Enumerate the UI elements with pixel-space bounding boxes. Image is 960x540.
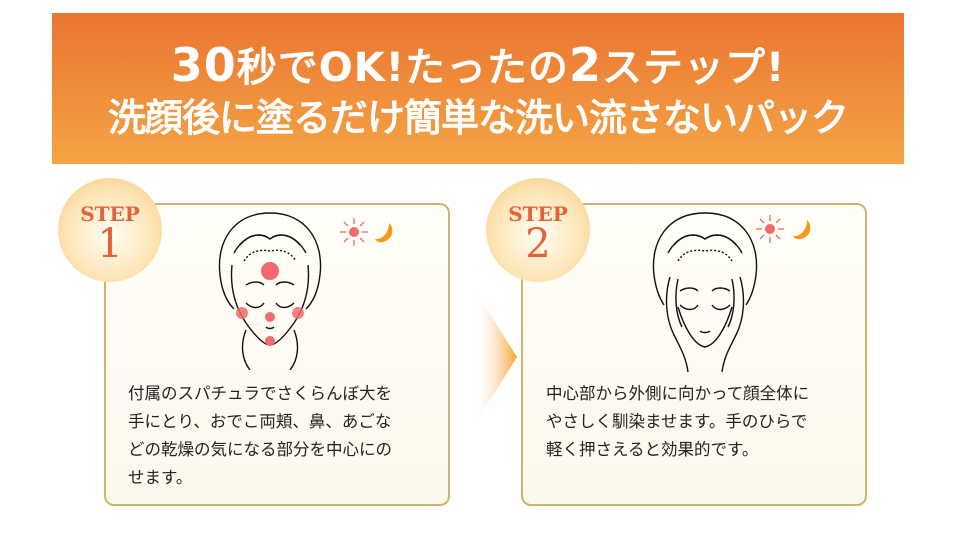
- headline-line-1: 30秒でOK!たったの2ステップ!: [52, 42, 904, 91]
- nose-dot: [265, 312, 275, 322]
- step-1-number: 1: [97, 221, 123, 267]
- step-2-description: 中心部から外側に向かって顔全体に やさしく馴染ませます。手のひらで 軽く押さえる…: [546, 380, 846, 464]
- step-1-line: どの乾燥の気になる部分を中心にの: [128, 440, 392, 459]
- step-1-description: 付属のスパチュラでさくらんぼ大を 手にとり、おでこ両頬、鼻、あごな どの乾燥の気…: [128, 380, 428, 492]
- step-2-line: やさしく馴染ませます。手のひらで: [546, 412, 808, 431]
- headline-step-count: 2: [569, 38, 603, 92]
- headline-text-b: ステップ!: [602, 45, 786, 91]
- headline-text-a: 秒でOK!たったの: [236, 45, 569, 91]
- sun-icon: [756, 215, 784, 243]
- left-cheek-dot: [236, 307, 248, 319]
- headline-banner: 30秒でOK!たったの2ステップ! 洗顔後に塗るだけ簡単な洗い流さないパック: [52, 13, 904, 164]
- next-step-arrow-icon: [473, 287, 517, 427]
- step-1-label: STEP: [80, 202, 140, 226]
- step-1-line: せます。: [128, 468, 193, 487]
- sun-icon: [340, 218, 368, 246]
- step-2-badge: STEP 2: [486, 178, 590, 282]
- moon-icon: [793, 220, 811, 240]
- forehead-dot: [261, 262, 279, 280]
- headline-line-2: 洗顔後に塗るだけ簡単な洗い流さないパック: [107, 96, 849, 140]
- face-application-illustration: [218, 212, 322, 370]
- headline-seconds: 30: [170, 38, 237, 92]
- step-2-line: 軽く押さえると効果的です。: [546, 440, 759, 459]
- step-2-line: 中心部から外側に向かって顔全体に: [546, 384, 810, 403]
- step-2-label: STEP: [508, 202, 568, 226]
- step-1-line: 付属のスパチュラでさくらんぼ大を: [128, 384, 392, 403]
- step-1-card: [104, 203, 450, 506]
- face-hands-illustration: [652, 212, 758, 372]
- step-2-number: 2: [525, 221, 551, 267]
- moon-icon: [375, 223, 393, 243]
- step-1-badge: STEP 1: [58, 178, 162, 282]
- step-1-line: 手にとり、おでこ両頬、鼻、あごな: [128, 412, 392, 431]
- chin-dot: [265, 336, 275, 346]
- right-cheek-dot: [292, 307, 304, 319]
